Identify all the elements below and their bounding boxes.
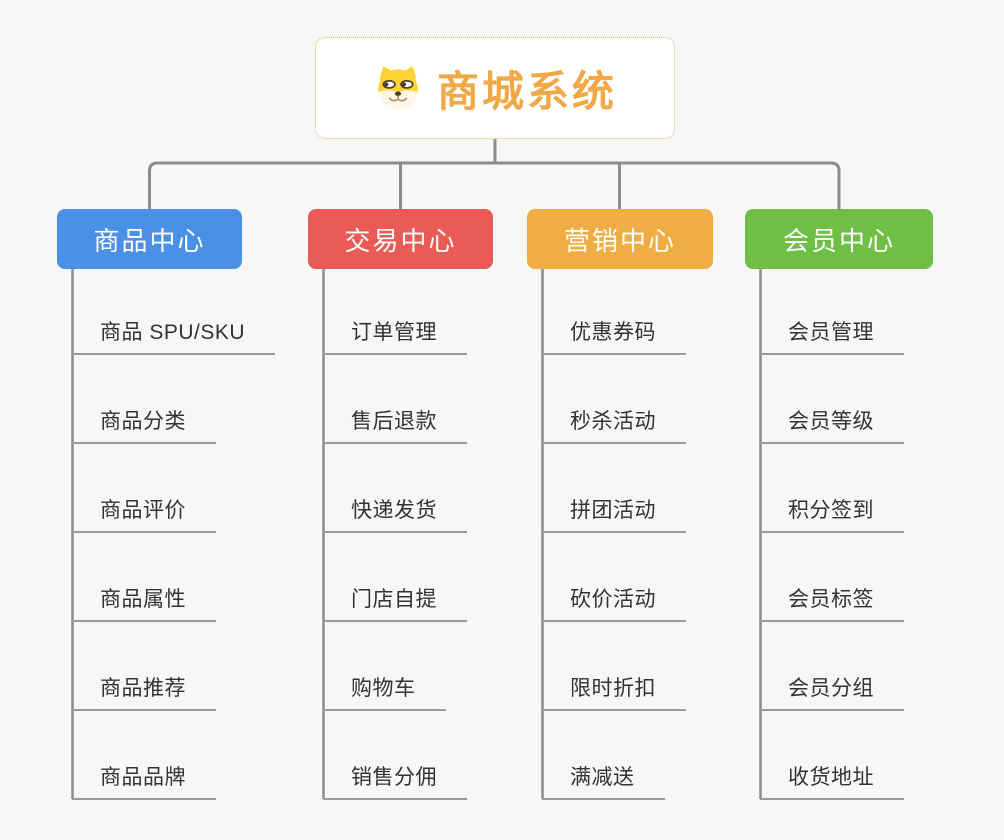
leaf-node[interactable]: 商品品牌: [72, 763, 216, 800]
leaf-node[interactable]: 商品推荐: [72, 674, 216, 711]
leaf-node[interactable]: 会员分组: [760, 674, 904, 711]
branch-label: 交易中心: [344, 225, 457, 256]
branch-node-product[interactable]: 商品中心: [57, 209, 242, 269]
leaf-node[interactable]: 拼团活动: [542, 496, 686, 533]
leaf-node[interactable]: 售后退款: [323, 407, 467, 444]
branch-node-member[interactable]: 会员中心: [745, 209, 933, 269]
leaf-node[interactable]: 限时折扣: [542, 674, 686, 711]
leaf-node[interactable]: 购物车: [323, 674, 446, 711]
leaf-node[interactable]: 商品分类: [72, 407, 216, 444]
leaf-node[interactable]: 砍价活动: [542, 585, 686, 622]
branch-node-trade[interactable]: 交易中心: [308, 209, 493, 269]
branch-label: 商品中心: [93, 225, 206, 256]
leaf-node[interactable]: 商品评价: [72, 496, 216, 533]
leaf-node[interactable]: 会员标签: [760, 585, 904, 622]
branch-label: 营销中心: [563, 225, 676, 256]
leaf-node[interactable]: 门店自提: [323, 585, 467, 622]
leaf-node[interactable]: 会员管理: [760, 318, 904, 355]
leaf-node[interactable]: 积分签到: [760, 496, 904, 533]
root-label: 商城系统: [436, 67, 617, 115]
bus-line: [148, 161, 841, 209]
leaf-node[interactable]: 会员等级: [760, 407, 904, 444]
leaf-node[interactable]: 满减送: [542, 763, 665, 800]
leaf-node[interactable]: 商品 SPU/SKU: [72, 318, 276, 355]
branch-node-marketing[interactable]: 营销中心: [527, 209, 713, 269]
leaf-node[interactable]: 优惠券码: [542, 318, 686, 355]
root-node[interactable]: 商城系统: [315, 37, 675, 139]
leaf-node[interactable]: 快递发货: [323, 496, 467, 533]
leaf-node[interactable]: 销售分佣: [323, 763, 467, 800]
branch-label: 会员中心: [782, 225, 895, 256]
doge-icon: [378, 66, 418, 109]
leaf-node[interactable]: 秒杀活动: [542, 407, 686, 444]
leaf-node[interactable]: 订单管理: [323, 318, 467, 355]
leaf-node[interactable]: 商品属性: [72, 585, 216, 622]
leaf-node[interactable]: 收货地址: [760, 763, 904, 800]
